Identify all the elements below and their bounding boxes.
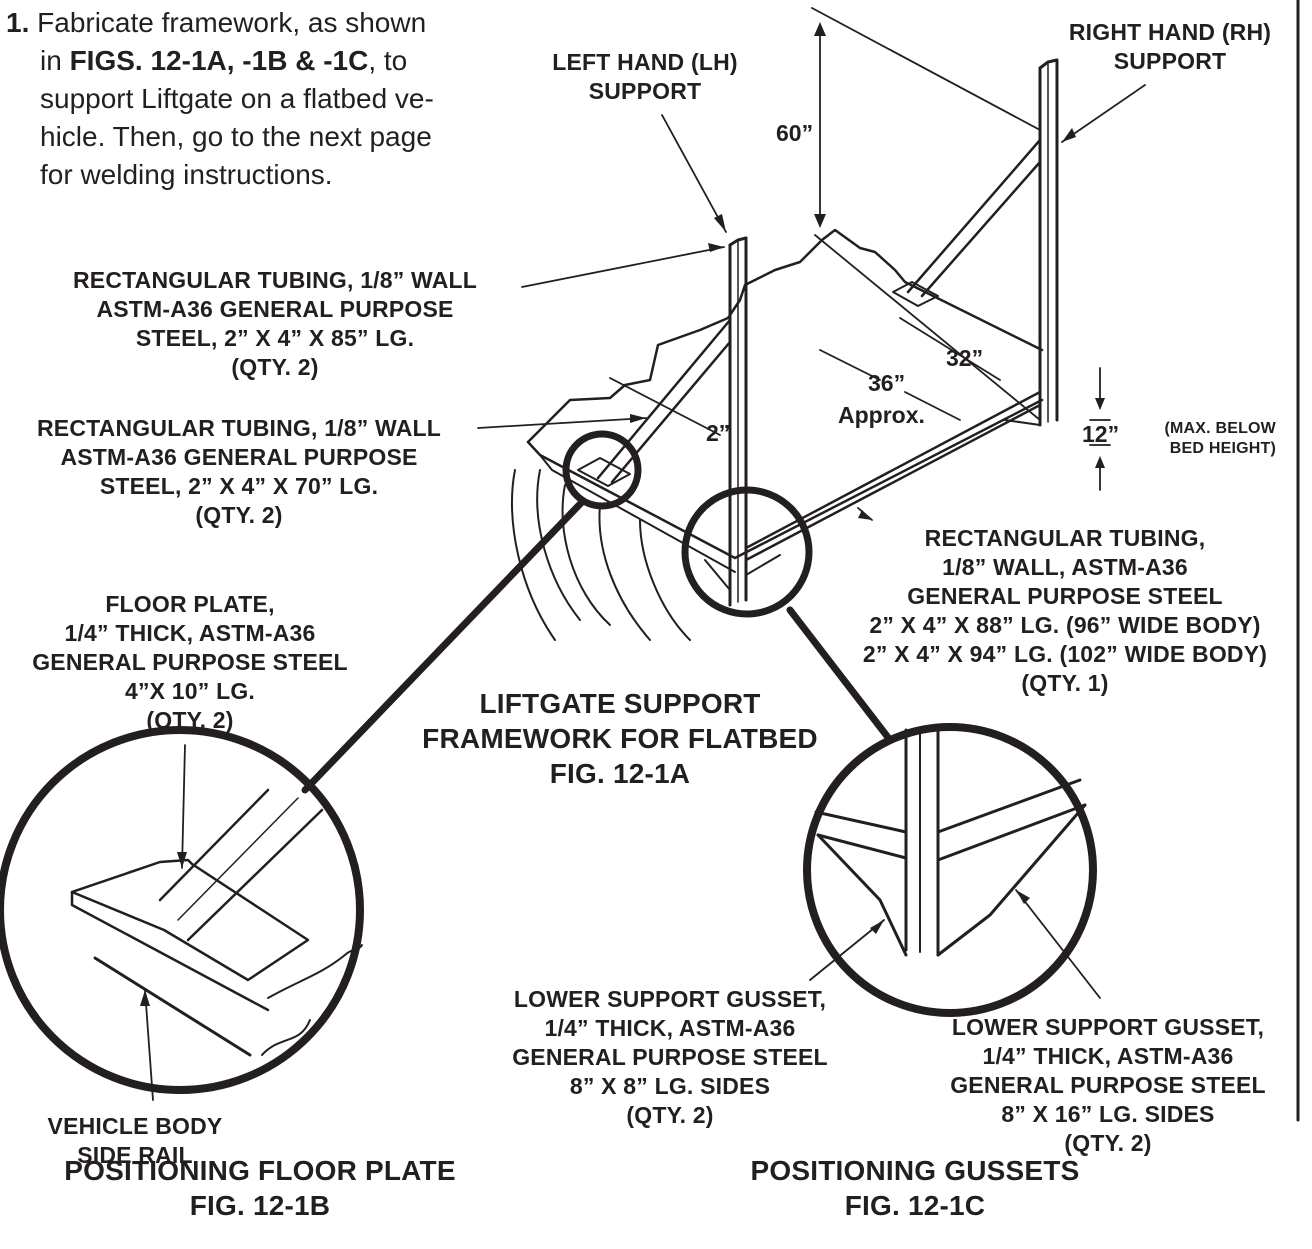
gusset-8x16-label: LOWER SUPPORT GUSSET,1/4” THICK, ASTM-A3…	[950, 1014, 1266, 1156]
detail-c-connector	[786, 606, 894, 744]
rh-vertical-tube	[1038, 58, 1059, 427]
step-number: 1.	[6, 7, 30, 38]
detail-b-connector	[301, 498, 586, 794]
lh-floor-plate	[577, 457, 631, 487]
cross-tube	[744, 390, 1042, 562]
below-bed-dimension: 12”	[1082, 421, 1120, 447]
rh-gusset	[1004, 399, 1041, 426]
figure-reference: FIGS. 12-1A, -1B & -1C	[69, 45, 369, 76]
approx-dimension-word: Approx.	[838, 402, 925, 428]
rh-support-label: RIGHT HAND (RH)SUPPORT	[1068, 19, 1272, 74]
detail-b-callout-circle	[562, 430, 642, 510]
leader-lines	[144, 84, 1146, 1101]
step-instruction: 1. Fabricate framework, as shown in FIGS…	[6, 4, 506, 194]
rh-floor-plate	[892, 281, 939, 307]
arrowheads	[140, 22, 1105, 1006]
detail-c-gussets	[803, 723, 1097, 1017]
step-line-5: for welding instructions.	[40, 159, 333, 190]
step-line-1: 1. Fabricate framework, as shown	[6, 7, 427, 38]
lh-gusset	[704, 554, 781, 591]
dimension-lines	[609, 7, 1111, 491]
step-line-3: support Liftgate on a flatbed ve-	[40, 83, 434, 114]
approx-dimension-value: 36”	[868, 370, 906, 396]
tire	[510, 469, 691, 641]
lh-diagonal-brace	[596, 318, 732, 484]
offset-dimension: 2”	[706, 420, 731, 446]
detail-c-callout-circle	[681, 486, 813, 618]
detail-b-floor-plate	[0, 726, 364, 1094]
step-line-4: hicle. Then, go to the next page	[40, 121, 432, 152]
lh-vertical-tube	[728, 236, 748, 607]
lh-support-label: LEFT HAND (LH)SUPPORT	[552, 49, 738, 104]
height-dimension: 60”	[776, 120, 814, 146]
depth-dimension: 32”	[946, 345, 984, 371]
flatbed-deck	[526, 228, 1044, 573]
rh-diagonal-brace	[906, 138, 1042, 298]
gusset-8x8-label: LOWER SUPPORT GUSSET,1/4” THICK, ASTM-A3…	[512, 986, 828, 1128]
step-line-2: in FIGS. 12-1A, -1B & -1C, to	[40, 45, 408, 76]
